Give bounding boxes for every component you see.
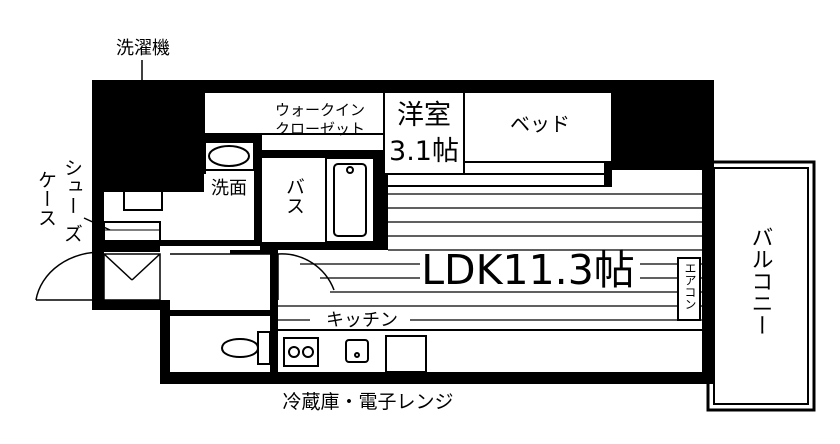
balcony-label: バルコニー	[748, 226, 773, 336]
washing-machine-icon	[123, 171, 163, 211]
western-room-label-line2: 3.1帖	[389, 136, 459, 167]
balcony-outline	[705, 160, 816, 412]
hall-door-icon	[170, 253, 335, 300]
shoe-case-label-col3: ズ	[61, 224, 83, 243]
interior-walls	[203, 91, 613, 187]
aircon-icon	[677, 257, 701, 321]
wash-basin-icon	[203, 141, 255, 171]
walk-in-closet-label-line2: クローゼット	[275, 120, 365, 138]
western-room-label-line1: 洋室	[397, 100, 451, 131]
toilet-icon	[220, 331, 271, 365]
bed-label: ベッド	[510, 112, 570, 136]
kitchen-label: キッチン	[326, 310, 398, 331]
ldk-label: LDK11.3帖	[421, 246, 635, 294]
washing-machine-label: 洗濯機	[116, 38, 170, 59]
shoe-case-label-col2: ケース	[35, 170, 57, 227]
entrance-door-icon	[35, 251, 161, 301]
bathtub-icon	[325, 157, 375, 243]
walk-in-closet-label-line1: ウォークイン	[275, 101, 365, 119]
fridge-microwave-label: 冷蔵庫・電子レンジ	[282, 391, 453, 413]
shoe-case-icon	[83, 217, 161, 245]
kitchen-counter	[278, 329, 702, 384]
interior-wall-fills	[160, 134, 612, 374]
shoe-case-label-col1: シュー	[61, 158, 83, 215]
bath-label: バス	[283, 177, 305, 215]
aircon-label: エアコン	[683, 262, 697, 310]
exterior-walls	[92, 80, 714, 384]
flooring-lines	[278, 193, 702, 321]
washroom-label: 洗面	[211, 178, 247, 199]
